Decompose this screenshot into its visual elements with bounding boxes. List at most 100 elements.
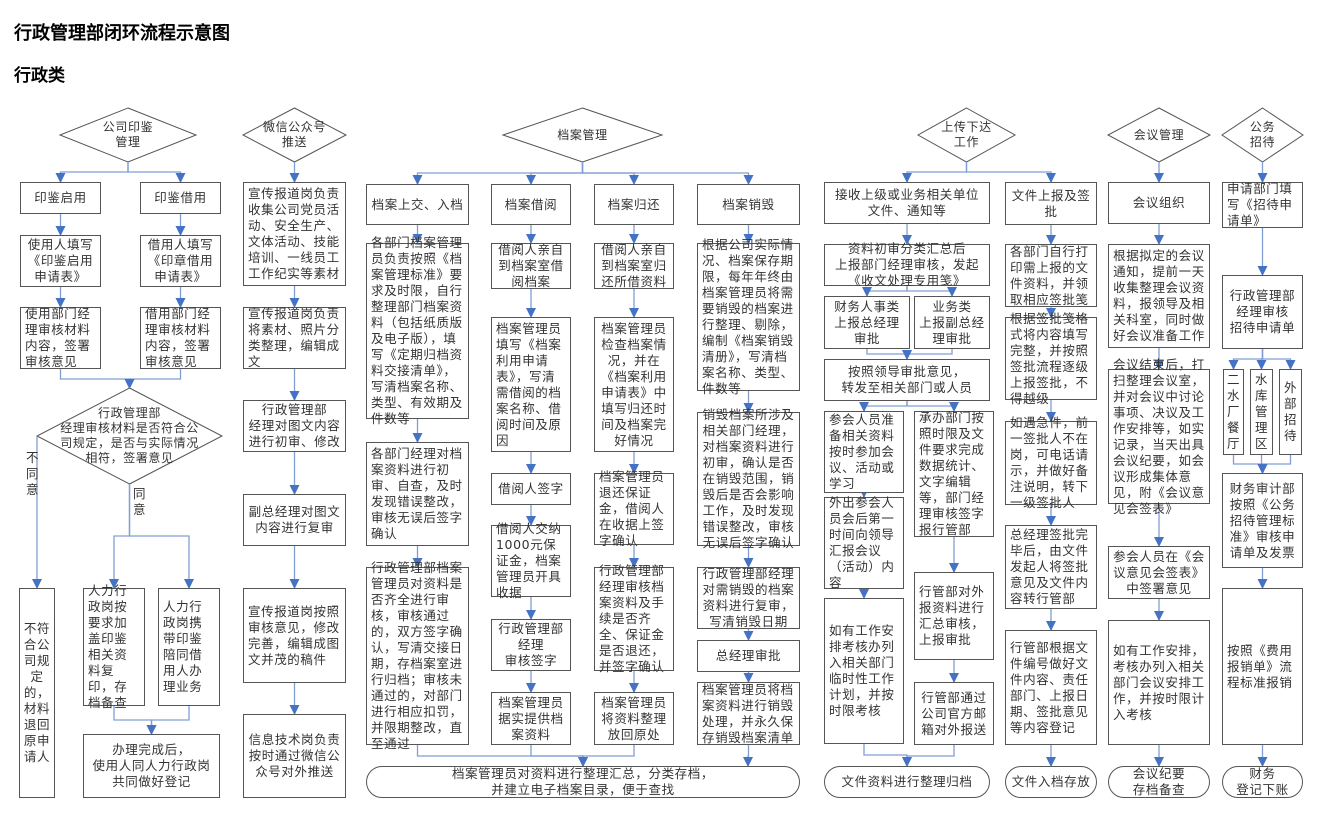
- connector-arrow: [859, 401, 908, 412]
- step-wx-5: 宣传报道岗按照审核意见，修改完善，编辑成图文并茂的稿件: [243, 588, 346, 683]
- step-sign-1: 文件上报及签批: [1005, 182, 1097, 225]
- step-doc-3b: 业务类 上报副总经 理审批: [914, 296, 990, 349]
- terminator-arch-end: 档案管理员对资料进行整理汇总，分类存档， 并建立电子档案目录，便于查找: [366, 766, 800, 798]
- step-arch-b6: 档案管理员据实提供档案资料: [491, 692, 571, 745]
- step-seal-no: 不符合公司规定的，材料退回原申请人: [19, 588, 55, 798]
- step-arch-a1: 各部门档案管理员负责按照《档案管理标准》要求及时限，自行整理部门档案资料（包括纸…: [366, 235, 469, 426]
- step-rec-5: 按照《费用报销单》流程标准报销: [1222, 588, 1303, 745]
- step-wx-2: 宣传报道岗负责将素材、照片分类整理，编辑成文: [243, 306, 346, 369]
- section-title: 行政类: [14, 66, 65, 86]
- step-rec-3b: 水库管理区: [1250, 369, 1273, 455]
- step-arch-c3: 档案管理员退还保证金，借阅人在收据上签字确认: [594, 469, 674, 548]
- decision-rec-d: 公务 招待: [1249, 120, 1276, 149]
- step-seal-b3: 借用部门经理审核材料内容，签署审核意见: [140, 306, 221, 369]
- step-mtg-1: 会议组织: [1108, 182, 1210, 224]
- step-arch-b2: 档案管理员填写《档案利用申请表》，写清需借阅的档案名称、借阅时间及原因: [491, 317, 571, 452]
- connector-arrow: [902, 162, 968, 183]
- step-seal-a1: 印鉴启用: [20, 182, 101, 214]
- step-rec-1: 申请部门填写《招待申请单》: [1222, 181, 1303, 228]
- terminator-sign-end: 文件入档存放: [1005, 766, 1097, 798]
- step-arch-a2: 各部门经理对档案资料进行初审、自查，及时发现错误整改，审核无误后签字确认: [366, 442, 469, 546]
- decision-seal-d: 公司印鉴 管理: [102, 120, 154, 149]
- connector-arrow: [581, 162, 754, 185]
- step-arch-b3: 借阅人签字: [491, 473, 571, 505]
- step-arch-h3: 档案归还: [594, 184, 674, 225]
- terminator-doc-end: 文件资料进行整理归档: [824, 766, 990, 798]
- step-sign-4: 如遇急件，前一签批人不在岗，可电话请示，并做好备注说明，转下一级签批人: [1005, 415, 1097, 510]
- step-arch-a3: 行政管理部档案管理员对资料是否齐全进行审核，审核通过的，双方签字确认，写清交接日…: [366, 560, 469, 751]
- step-arch-c2: 档案管理员检查档案情况，并在《档案利用申请表》中填写归还时间及档案完好情况: [594, 317, 674, 452]
- connector-arrow: [128, 484, 194, 589]
- step-rec-3a: 二水厂餐厅: [1223, 369, 1244, 455]
- step-seal-b1: 印鉴借用: [140, 182, 221, 214]
- decision-wx-d: 微信公众号 推送: [262, 120, 326, 149]
- step-seal-c1: 人力行政岗按要求加盖印鉴相关资料复印，存档备查: [83, 583, 145, 710]
- connector-arrow: [578, 745, 635, 767]
- step-doc-5b: 承办部门按照时限及文件要求完成数据统计、文字编辑等，部门经理审核签字报行管部: [914, 410, 994, 537]
- step-sign-5: 总经理签批完毕后，由文件发起人将签批意见及文件内容转行管部: [1005, 525, 1097, 609]
- connector-arrow: [127, 162, 186, 183]
- connector-arrow: [906, 286, 957, 297]
- connector-arrow: [124, 369, 182, 389]
- decision-seal-d2: 行政管理部 经理审核材料是否符合公司规定，是否与实际情况相符，签署意见: [60, 406, 199, 465]
- connector-arrow: [902, 349, 953, 360]
- step-sign-2: 各部门自行打印需上报的文件资料，并领取相应签批笺: [1005, 244, 1097, 307]
- step-arch-c4: 行政管理部经理审核档案资料及手续是否齐全、保证金是否退还，并签字确认: [594, 563, 674, 674]
- connector-arrow: [59, 369, 135, 389]
- step-arch-c5: 档案管理员将资料整理放回原处: [594, 692, 674, 745]
- step-doc-2: 资料初审分类汇总后 上报部门经理审核，发起 《收文处理专用笺》: [824, 241, 990, 288]
- step-mtg-2: 根据拟定的会议通知，提前一天收集整理会议资料，报领导及相关科室，同时做好会议准备…: [1108, 244, 1210, 348]
- step-arch-h1: 档案上交、入档: [366, 184, 469, 225]
- step-seal-c2: 人力行政岗携带印鉴陪同借用人办理业务: [158, 588, 220, 706]
- page-title: 行政管理部闭环流程示意图: [14, 23, 230, 44]
- step-arch-h2: 档案借阅: [491, 184, 571, 225]
- terminator-rec-end: 财务 登记下账: [1222, 766, 1303, 798]
- step-mtg-4: 参会人员在《会议意见会签表》中签署意见: [1108, 546, 1210, 599]
- step-arch-d4: 总经理审批: [697, 640, 800, 672]
- connector-arrow: [530, 745, 588, 767]
- step-arch-d2: 销毁档案所涉及相关部门经理，对档案资料进行初审，确认是否在销毁范围，销毁后是否会…: [697, 407, 800, 550]
- decision-arch-d: 档案管理: [557, 127, 608, 142]
- connector-arrow: [526, 162, 584, 185]
- decision-doc-d: 上传下达 工作: [941, 120, 992, 149]
- step-doc-3a: 财务人事类 上报总经理 审批: [824, 296, 910, 349]
- step-arch-b4: 借阅人交纳1000元保证金，档案管理员开具收据: [491, 521, 571, 600]
- disagree-label: 不同意: [26, 450, 39, 497]
- step-wx-3: 行政管理部 经理对图文内容进行初审、修改: [243, 400, 346, 452]
- connector-arrow: [743, 745, 753, 767]
- connector-arrow: [902, 745, 955, 767]
- step-seal-end: 办理完成后， 使用人同人力行政岗 共同做好登记: [83, 734, 220, 798]
- step-wx-4: 副总经理对图文内容进行复审: [243, 494, 346, 546]
- connector-arrow: [863, 744, 912, 767]
- connector-arrow: [965, 162, 1056, 183]
- step-doc-5a: 参会人员准备相关资料按时参加会议、活动或学习: [824, 411, 904, 493]
- step-doc-1: 接收上级或业务相关单位文件、通知等: [824, 182, 990, 224]
- step-rec-3c: 外部招待: [1279, 369, 1302, 455]
- step-doc-7a: 如有工作安排考核办列入相关部门临时性工作计划，并按时限考核: [824, 598, 904, 744]
- connector-arrow: [1257, 455, 1292, 474]
- connector-arrow: [866, 349, 912, 360]
- step-wx-1: 宣传报道岗负责收集公司党员活动、安全生产、文体活动、技能培训、一线员工工作纪实等…: [243, 182, 346, 286]
- step-mtg-5: 如有工作安排，考核办列入相关部门会议安排工作，并按时限计入考核: [1108, 620, 1210, 745]
- step-arch-d3: 行政管理部经理对需销毁的档案资料进行复审，写清销毁日期: [697, 566, 800, 629]
- terminator-mtg-end: 会议纪要 存档备查: [1108, 766, 1210, 798]
- step-rec-2: 行政管理部 经理审核 招待申请单: [1222, 275, 1303, 349]
- step-arch-d5: 档案管理员将档案资料进行销毁处理，并永久保存销毁档案清单: [697, 682, 800, 745]
- step-rec-4: 财务审计部按照《公务招待管理标准》审核申请单及发票: [1222, 473, 1303, 568]
- connector-arrow: [109, 484, 131, 589]
- connector-arrow: [906, 401, 959, 412]
- decision-mtg-d: 会议管理: [1133, 127, 1185, 142]
- step-sign-3: 根据签批笺格式将内容填写完整，并按照签批流程逐级上报签批，不得越级: [1005, 311, 1097, 406]
- step-arch-c1: 借阅人亲自到档案室归还所借资料: [594, 242, 674, 289]
- step-arch-b5: 行政管理部 经理 审核签字: [491, 619, 571, 671]
- step-arch-h4: 档案销毁: [697, 184, 800, 225]
- step-doc-7b: 行管部通过公司官方邮箱对外报送: [914, 682, 994, 745]
- step-doc-6b: 行管部对外报资料进行汇总审核，上报审批: [914, 572, 994, 660]
- step-seal-a2: 使用人填写《印鉴启用申请表》: [20, 235, 101, 287]
- step-arch-d1: 根据公司实际情况、档案保存期限，每年年终由档案管理员将需要销毁的档案进行整理、剔…: [697, 237, 800, 396]
- connector-arrow: [55, 162, 129, 183]
- step-seal-a3: 使用部门经理审核材料内容，签署审核意见: [20, 306, 101, 369]
- connector-arrow: [1232, 455, 1268, 474]
- connector-arrow: [1261, 349, 1296, 370]
